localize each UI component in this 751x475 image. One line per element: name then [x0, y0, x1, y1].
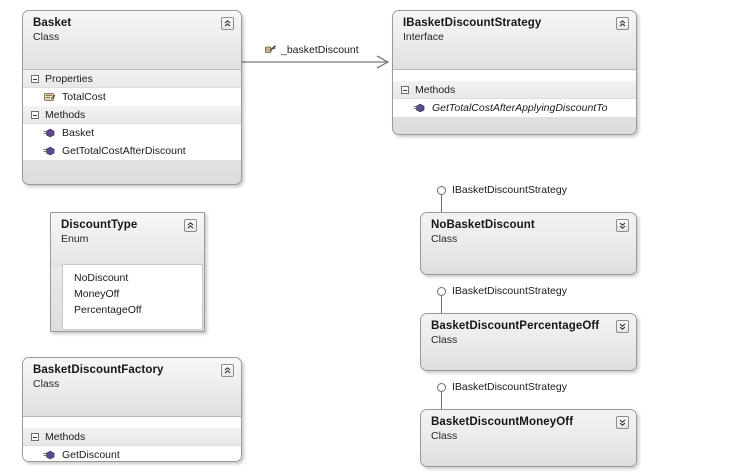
section-label: Methods [45, 430, 86, 443]
shape-stereotype: Enum [61, 233, 89, 245]
interface-circle-icon [437, 186, 446, 195]
chevron-double-down-icon[interactable] [616, 416, 629, 429]
section-methods[interactable]: Methods [23, 106, 241, 124]
lollipop-nobasketdiscount[interactable]: IBasketDiscountStrategy [437, 184, 637, 212]
lollipop-stem [441, 296, 442, 313]
shape-title: IBasketDiscountStrategy [403, 17, 542, 29]
shape-header: IBasketDiscountStrategy Interface [393, 11, 636, 69]
shape-title: Basket [33, 17, 72, 29]
enum-values-panel: NoDiscount MoneyOff PercentageOff [62, 264, 203, 330]
section-label: Methods [415, 83, 456, 96]
chevron-double-down-icon[interactable] [616, 219, 629, 232]
shape-stereotype: Class [431, 430, 458, 442]
section-methods[interactable]: Methods [393, 81, 636, 99]
enum-value: MoneyOff [74, 288, 120, 300]
shape-body: Methods GetTotalCostAfterApplyingDiscoun… [393, 69, 636, 117]
shape-header: BasketDiscountFactory Class [23, 358, 241, 416]
field-icon [264, 44, 277, 56]
interface-circle-icon [437, 383, 446, 392]
chevron-double-up-icon[interactable] [221, 17, 234, 30]
shape-body: Properties TotalCost Methods [23, 69, 241, 160]
member-row[interactable]: GetTotalCostAfterApplyingDiscountTo [393, 99, 636, 117]
interface-circle-icon [437, 287, 446, 296]
shape-title: NoBasketDiscount [431, 219, 535, 231]
shape-header: Basket Class [23, 11, 241, 69]
shape-body: Methods GetDiscount [23, 416, 241, 461]
shape-stereotype: Interface [403, 31, 444, 43]
class-shape-basket[interactable]: Basket Class Properties [22, 10, 242, 185]
method-icon [43, 145, 56, 157]
section-label: Properties [45, 72, 93, 85]
method-icon [413, 102, 426, 114]
interface-shape-ibasketdiscountstrategy[interactable]: IBasketDiscountStrategy Interface Method… [392, 10, 637, 135]
chevron-double-up-icon[interactable] [616, 17, 629, 30]
property-icon [43, 91, 56, 103]
enum-value: PercentageOff [74, 304, 142, 316]
member-label: TotalCost [62, 91, 106, 103]
minus-box-icon[interactable] [401, 85, 409, 94]
member-label: GetTotalCostAfterApplyingDiscountTo [432, 102, 608, 114]
minus-box-icon[interactable] [31, 74, 39, 83]
enum-value: NoDiscount [74, 272, 129, 284]
association-label-text: _basketDiscount [281, 44, 359, 56]
realized-interface-label: IBasketDiscountStrategy [452, 381, 567, 393]
class-shape-basketdiscountpercentageoff[interactable]: BasketDiscountPercentageOff Class [420, 313, 637, 371]
member-row[interactable]: GetTotalCostAfterDiscount [23, 142, 241, 160]
shape-header: NoBasketDiscount Class [421, 213, 636, 274]
shape-stereotype: Class [33, 378, 60, 390]
class-shape-basketdiscountfactory[interactable]: BasketDiscountFactory Class Methods [22, 357, 242, 462]
section-label: Methods [45, 108, 86, 121]
realized-interface-label: IBasketDiscountStrategy [452, 285, 567, 297]
shape-title: BasketDiscountFactory [33, 364, 164, 376]
shape-title: DiscountType [61, 219, 138, 231]
association-label: _basketDiscount [264, 44, 359, 56]
minus-box-icon[interactable] [31, 110, 39, 119]
minus-box-icon[interactable] [31, 432, 39, 441]
method-icon [43, 127, 56, 139]
lollipop-stem [441, 195, 442, 212]
shape-title: BasketDiscountMoneyOff [431, 416, 574, 428]
section-properties[interactable]: Properties [23, 70, 241, 88]
class-shape-nobasketdiscount[interactable]: NoBasketDiscount Class [420, 212, 637, 275]
member-row[interactable]: GetDiscount [23, 446, 241, 461]
member-row[interactable]: TotalCost [23, 88, 241, 106]
section-methods[interactable]: Methods [23, 428, 241, 446]
member-label: GetDiscount [62, 449, 120, 461]
member-label: Basket [62, 127, 95, 139]
shape-header: BasketDiscountPercentageOff Class [421, 314, 636, 370]
lollipop-stem [441, 392, 442, 409]
chevron-double-down-icon[interactable] [616, 320, 629, 333]
chevron-double-up-icon[interactable] [221, 364, 234, 377]
shape-header: BasketDiscountMoneyOff Class [421, 410, 636, 466]
shape-title: BasketDiscountPercentageOff [431, 320, 600, 332]
realized-interface-label: IBasketDiscountStrategy [452, 184, 567, 196]
member-row[interactable]: Basket [23, 124, 241, 142]
chevron-double-up-icon[interactable] [184, 219, 197, 232]
method-icon [43, 449, 56, 461]
member-label: GetTotalCostAfterDiscount [62, 145, 186, 157]
class-shape-basketdiscountmoneyoff[interactable]: BasketDiscountMoneyOff Class [420, 409, 637, 467]
lollipop-basketdiscountmoneyoff[interactable]: IBasketDiscountStrategy [437, 381, 657, 409]
shape-stereotype: Class [431, 334, 458, 346]
shape-stereotype: Class [431, 233, 458, 245]
shape-header: DiscountType Enum [51, 213, 204, 267]
shape-stereotype: Class [33, 31, 60, 43]
lollipop-basketdiscountpercentageoff[interactable]: IBasketDiscountStrategy [437, 285, 657, 313]
